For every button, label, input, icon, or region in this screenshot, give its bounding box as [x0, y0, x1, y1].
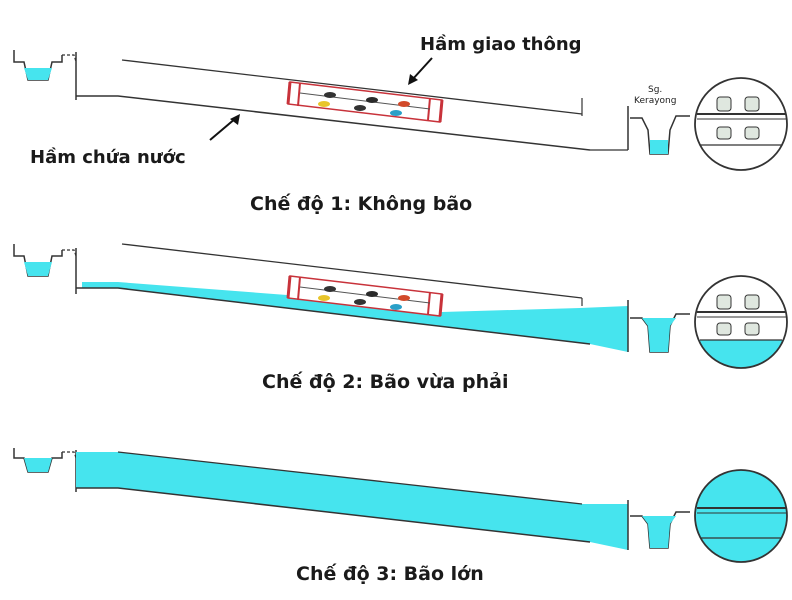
callout-arrows [209, 57, 433, 141]
water-tunnel-line [76, 95, 591, 151]
cross-section-3 [694, 469, 788, 563]
cross-section-1 [694, 77, 788, 171]
left-basin [13, 50, 77, 100]
panel-mode-1 [13, 50, 788, 171]
right-river [630, 115, 690, 155]
mode-3-caption: Chế độ 3: Bão lớn [296, 562, 484, 585]
traffic-section [286, 275, 444, 317]
traffic-tunnel-line [121, 59, 583, 115]
water-fill-mode-3 [76, 452, 628, 550]
panel-mode-2 [13, 243, 788, 369]
right-river [630, 313, 690, 353]
traffic-section [286, 81, 444, 123]
panel-mode-3 [13, 448, 788, 563]
mode-2-caption: Chế độ 2: Bão vừa phải [262, 370, 508, 393]
cross-section-2 [694, 275, 788, 369]
traffic-tunnel-label: Hầm giao thông [420, 34, 582, 55]
river-label-line2: Kerayong [634, 96, 676, 106]
river-label-line1: Sg. [648, 85, 662, 95]
right-river [630, 511, 690, 549]
water-tunnel-label: Hầm chứa nước [30, 147, 186, 168]
mode-1-caption: Chế độ 1: Không bão [250, 192, 472, 215]
